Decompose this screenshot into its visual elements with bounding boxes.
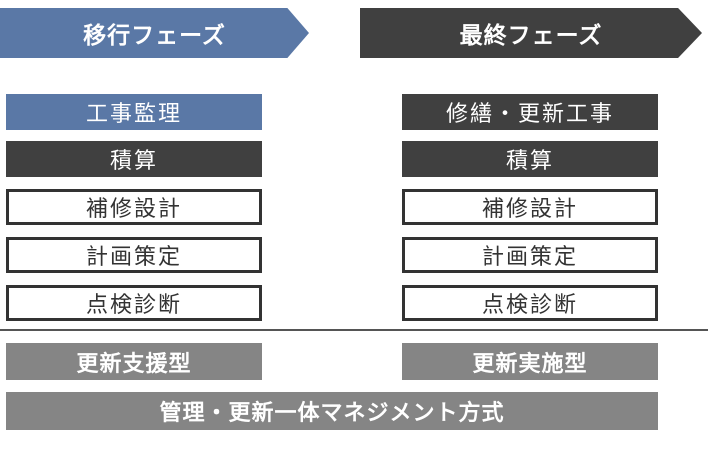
right-item-inspection: 点検診断 <box>402 285 658 321</box>
model-renewal-implementation: 更新実施型 <box>402 343 658 380</box>
right-item-estimation: 積算 <box>402 141 658 177</box>
left-item-repair-design: 補修設計 <box>6 189 262 225</box>
left-item-estimation: 積算 <box>6 141 262 177</box>
phase-arrow-final: 最終フェーズ <box>360 8 702 58</box>
right-item-planning: 計画策定 <box>402 237 658 273</box>
phase-label: 最終フェーズ <box>459 23 603 49</box>
integrated-management-bar: 管理・更新一体マネジメント方式 <box>6 392 658 430</box>
right-item-repair-design: 補修設計 <box>402 189 658 225</box>
model-renewal-support: 更新支援型 <box>6 343 262 380</box>
left-item-inspection: 点検診断 <box>6 285 262 321</box>
phase-label: 移行フェーズ <box>83 23 226 49</box>
left-item-construction-supervision: 工事監理 <box>6 94 262 130</box>
right-item-repair-renewal-work: 修繕・更新工事 <box>402 94 658 130</box>
divider <box>0 329 708 331</box>
phase-arrow-transition: 移行フェーズ <box>0 8 309 58</box>
left-item-planning: 計画策定 <box>6 237 262 273</box>
